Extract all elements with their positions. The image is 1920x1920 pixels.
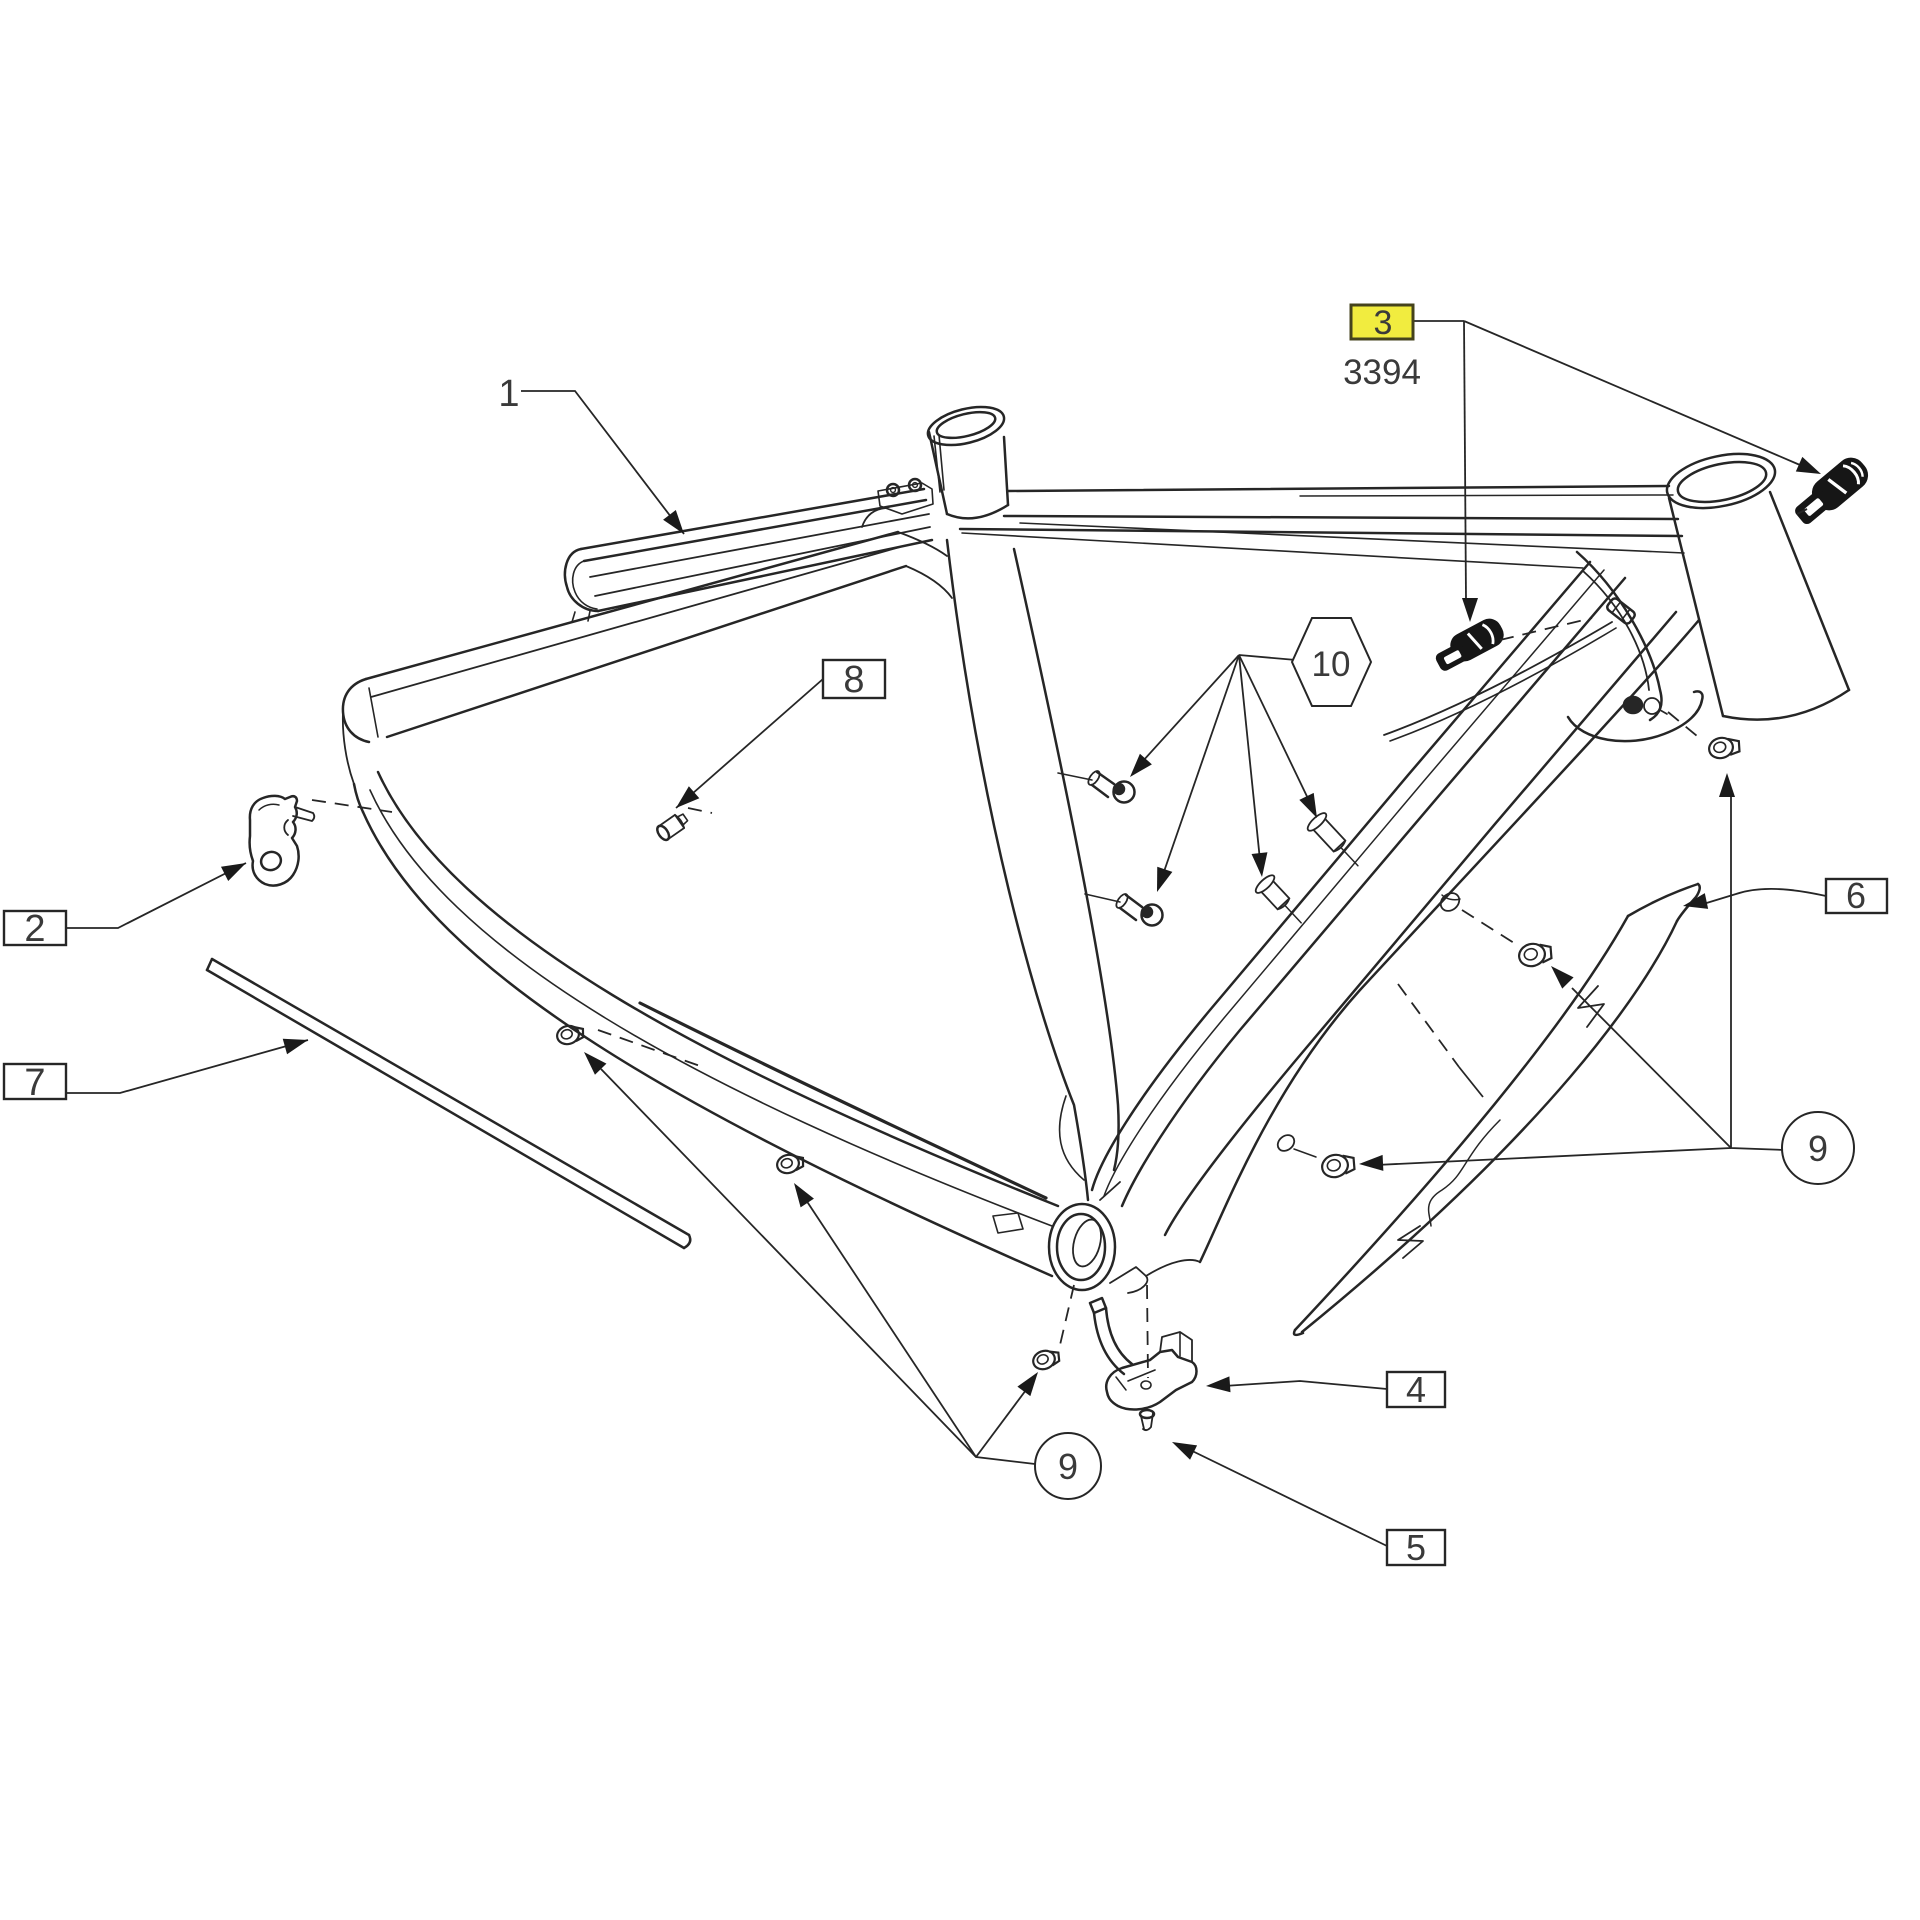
svg-text:8: 8 <box>843 659 864 701</box>
svg-text:3394: 3394 <box>1343 353 1421 392</box>
svg-text:4: 4 <box>1406 1369 1426 1410</box>
svg-text:7: 7 <box>24 1062 45 1104</box>
svg-text:9: 9 <box>1058 1446 1078 1487</box>
svg-text:10: 10 <box>1312 645 1351 684</box>
svg-text:5: 5 <box>1406 1527 1426 1568</box>
svg-text:6: 6 <box>1846 875 1866 916</box>
svg-text:3: 3 <box>1374 304 1393 342</box>
svg-text:1: 1 <box>498 373 519 415</box>
svg-text:2: 2 <box>24 908 45 950</box>
svg-text:9: 9 <box>1808 1128 1828 1169</box>
